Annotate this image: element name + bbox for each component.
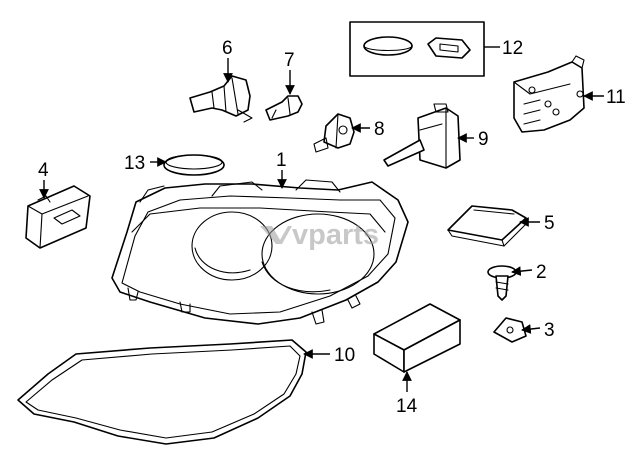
callout-numbers: 1 2 3 4 5 6 7 8 9 10 11 12 13 14 [38, 38, 626, 417]
control-unit-4 [25, 185, 91, 249]
callout-2: 2 [536, 262, 547, 283]
headlamp-lens [17, 339, 307, 445]
headlamp-assembly [111, 179, 409, 325]
callout-4: 4 [38, 160, 49, 181]
callout-1: 1 [276, 150, 287, 171]
kit-box-12 [349, 21, 485, 77]
ballast-5 [447, 205, 527, 247]
callout-7: 7 [284, 50, 295, 71]
watermark: vparts [260, 219, 379, 251]
xenon-bulb-9 [383, 103, 461, 169]
callout-14: 14 [396, 396, 418, 417]
callout-10: 10 [334, 345, 355, 366]
callout-6: 6 [222, 38, 233, 59]
callout-11: 11 [606, 87, 626, 108]
gasket-ring [163, 154, 225, 176]
callout-13: 13 [124, 153, 145, 174]
bulb-7 [265, 95, 303, 121]
callout-9: 9 [478, 129, 489, 150]
callout-5: 5 [544, 213, 555, 234]
clip-nut-3 [493, 317, 527, 343]
callout-8: 8 [374, 119, 385, 140]
leader-lines [39, 46, 604, 392]
screw-2 [487, 265, 517, 301]
callout-12: 12 [502, 38, 523, 59]
callout-3: 3 [544, 320, 555, 341]
leveling-motor-11 [513, 55, 585, 133]
watermark-text: vparts [292, 219, 379, 251]
bulb-socket-8 [313, 113, 355, 153]
box-14 [373, 303, 461, 373]
bulb-6 [189, 75, 253, 123]
